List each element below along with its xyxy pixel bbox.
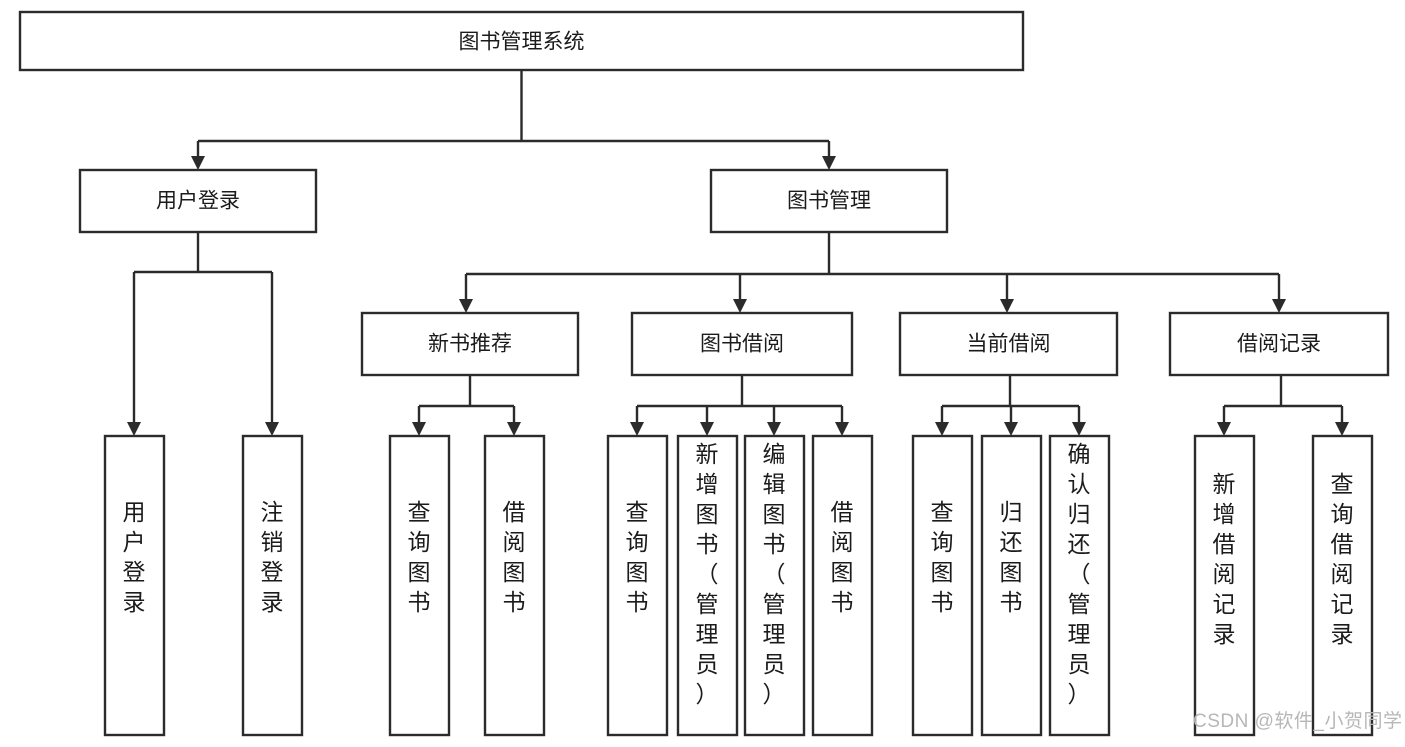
node-current-borrow[interactable]: 当前借阅	[898, 311, 1119, 377]
node-leaf-return-book-box[interactable]	[980, 434, 1043, 737]
node-leaf-add-record[interactable]: 新增借阅记录	[1193, 434, 1256, 737]
node-borrow-record-box[interactable]	[1168, 311, 1390, 377]
node-leaf-return-book-label: 归还图书	[1000, 499, 1023, 615]
node-leaf-query-book-3[interactable]: 查询图书	[911, 434, 974, 737]
node-leaf-query-book-3-box[interactable]	[911, 434, 974, 737]
node-leaf-query-book-1-label: 查询图书	[408, 499, 431, 615]
node-user-login-box[interactable]	[78, 168, 318, 234]
node-leaf-add-book-label: 新增图书（管理员）	[696, 441, 719, 707]
node-leaf-borrow-book-2-box[interactable]	[811, 434, 874, 737]
arrowhead-leaf-edit-book	[767, 422, 781, 436]
arrowhead-leaf-user-login	[127, 422, 141, 436]
arrowhead-user-login	[191, 156, 205, 170]
node-leaf-query-book-3-label: 查询图书	[931, 499, 954, 615]
node-book-manage[interactable]: 图书管理	[709, 168, 949, 234]
node-leaf-edit-book-box[interactable]	[743, 434, 806, 737]
node-leaf-query-record-label: 查询借阅记录	[1331, 471, 1354, 647]
node-new-book-rec-box[interactable]	[360, 311, 580, 377]
node-book-borrow-box[interactable]	[630, 311, 854, 377]
node-new-book-rec[interactable]: 新书推荐	[360, 311, 580, 377]
node-leaf-return-book[interactable]: 归还图书	[980, 434, 1043, 737]
arrowhead-leaf-borrow-book-2	[835, 422, 849, 436]
node-leaf-logout-box[interactable]	[241, 434, 304, 737]
node-leaf-borrow-book-2[interactable]: 借阅图书	[811, 434, 874, 737]
node-new-book-rec-label: 新书推荐	[428, 333, 512, 356]
arrowhead-leaf-query-book-2	[630, 422, 644, 436]
node-book-manage-label: 图书管理	[787, 190, 871, 213]
node-leaf-add-record-box[interactable]	[1193, 434, 1256, 737]
node-leaf-add-book[interactable]: 新增图书（管理员）	[676, 434, 739, 737]
node-leaf-confirm-return-label: 确认归还（管理员）	[1068, 441, 1091, 707]
node-leaf-borrow-book-1-label: 借阅图书	[503, 499, 526, 615]
arrowhead-current-borrow	[1000, 299, 1014, 313]
arrowhead-leaf-return-book	[1004, 422, 1018, 436]
node-leaf-query-book-1[interactable]: 查询图书	[388, 434, 451, 737]
node-user-login-label: 用户登录	[156, 190, 240, 213]
arrowhead-leaf-query-book-3	[935, 422, 949, 436]
node-leaf-query-book-2-label: 查询图书	[626, 499, 649, 615]
node-leaf-user-login[interactable]: 用户登录	[103, 434, 166, 737]
node-leaf-add-book-box[interactable]	[676, 434, 739, 737]
arrowhead-book-manage	[822, 156, 836, 170]
arrowhead-new-book-rec	[459, 299, 473, 313]
node-leaf-user-login-label: 用户登录	[123, 499, 146, 615]
arrowhead-leaf-query-book-1	[412, 422, 426, 436]
node-leaf-confirm-return-box[interactable]	[1048, 434, 1111, 737]
arrowhead-leaf-add-record	[1217, 422, 1231, 436]
node-current-borrow-label: 当前借阅	[967, 333, 1051, 356]
node-leaf-borrow-book-1-box[interactable]	[483, 434, 546, 737]
arrowhead-leaf-logout	[265, 422, 279, 436]
node-leaf-query-record-box[interactable]	[1311, 434, 1374, 737]
node-leaf-edit-book-label: 编辑图书（管理员）	[763, 441, 786, 707]
node-book-manage-box[interactable]	[709, 168, 949, 234]
node-leaf-query-book-2[interactable]: 查询图书	[606, 434, 669, 737]
arrowhead-leaf-add-book	[700, 422, 714, 436]
csdn-watermark: CSDN @软件_小贺同学	[1193, 711, 1403, 732]
arrowhead-leaf-confirm-return	[1072, 422, 1086, 436]
arrowhead-borrow-record	[1272, 299, 1286, 313]
node-leaf-logout-label: 注销登录	[261, 499, 284, 615]
node-leaf-borrow-book-1[interactable]: 借阅图书	[483, 434, 546, 737]
node-leaf-user-login-box[interactable]	[103, 434, 166, 737]
node-borrow-record[interactable]: 借阅记录	[1168, 311, 1390, 377]
node-root-label: 图书管理系统	[459, 31, 585, 54]
node-user-login[interactable]: 用户登录	[78, 168, 318, 234]
node-leaf-query-book-2-box[interactable]	[606, 434, 669, 737]
node-leaf-borrow-book-2-label: 借阅图书	[831, 499, 854, 615]
node-root[interactable]: 图书管理系统	[18, 10, 1025, 72]
node-borrow-record-label: 借阅记录	[1237, 333, 1321, 356]
node-leaf-edit-book[interactable]: 编辑图书（管理员）	[743, 434, 806, 737]
connectors-layer	[127, 70, 1349, 436]
node-leaf-logout[interactable]: 注销登录	[241, 434, 304, 737]
arrowhead-book-borrow	[733, 299, 747, 313]
node-root-box[interactable]	[18, 10, 1025, 72]
node-leaf-confirm-return[interactable]: 确认归还（管理员）	[1048, 434, 1111, 737]
node-leaf-add-record-label: 新增借阅记录	[1213, 471, 1236, 647]
arrowhead-leaf-query-record	[1335, 422, 1349, 436]
node-book-borrow-label: 图书借阅	[700, 333, 784, 356]
node-current-borrow-box[interactable]	[898, 311, 1119, 377]
arrowhead-leaf-borrow-book-1	[507, 422, 521, 436]
node-leaf-query-record[interactable]: 查询借阅记录	[1311, 434, 1374, 737]
node-leaf-query-book-1-box[interactable]	[388, 434, 451, 737]
node-book-borrow[interactable]: 图书借阅	[630, 311, 854, 377]
leaf-nodes-layer: 用户登录 注销登录 查询图书 借阅图书 查询图书 新增图书（管理员）	[103, 434, 1374, 737]
